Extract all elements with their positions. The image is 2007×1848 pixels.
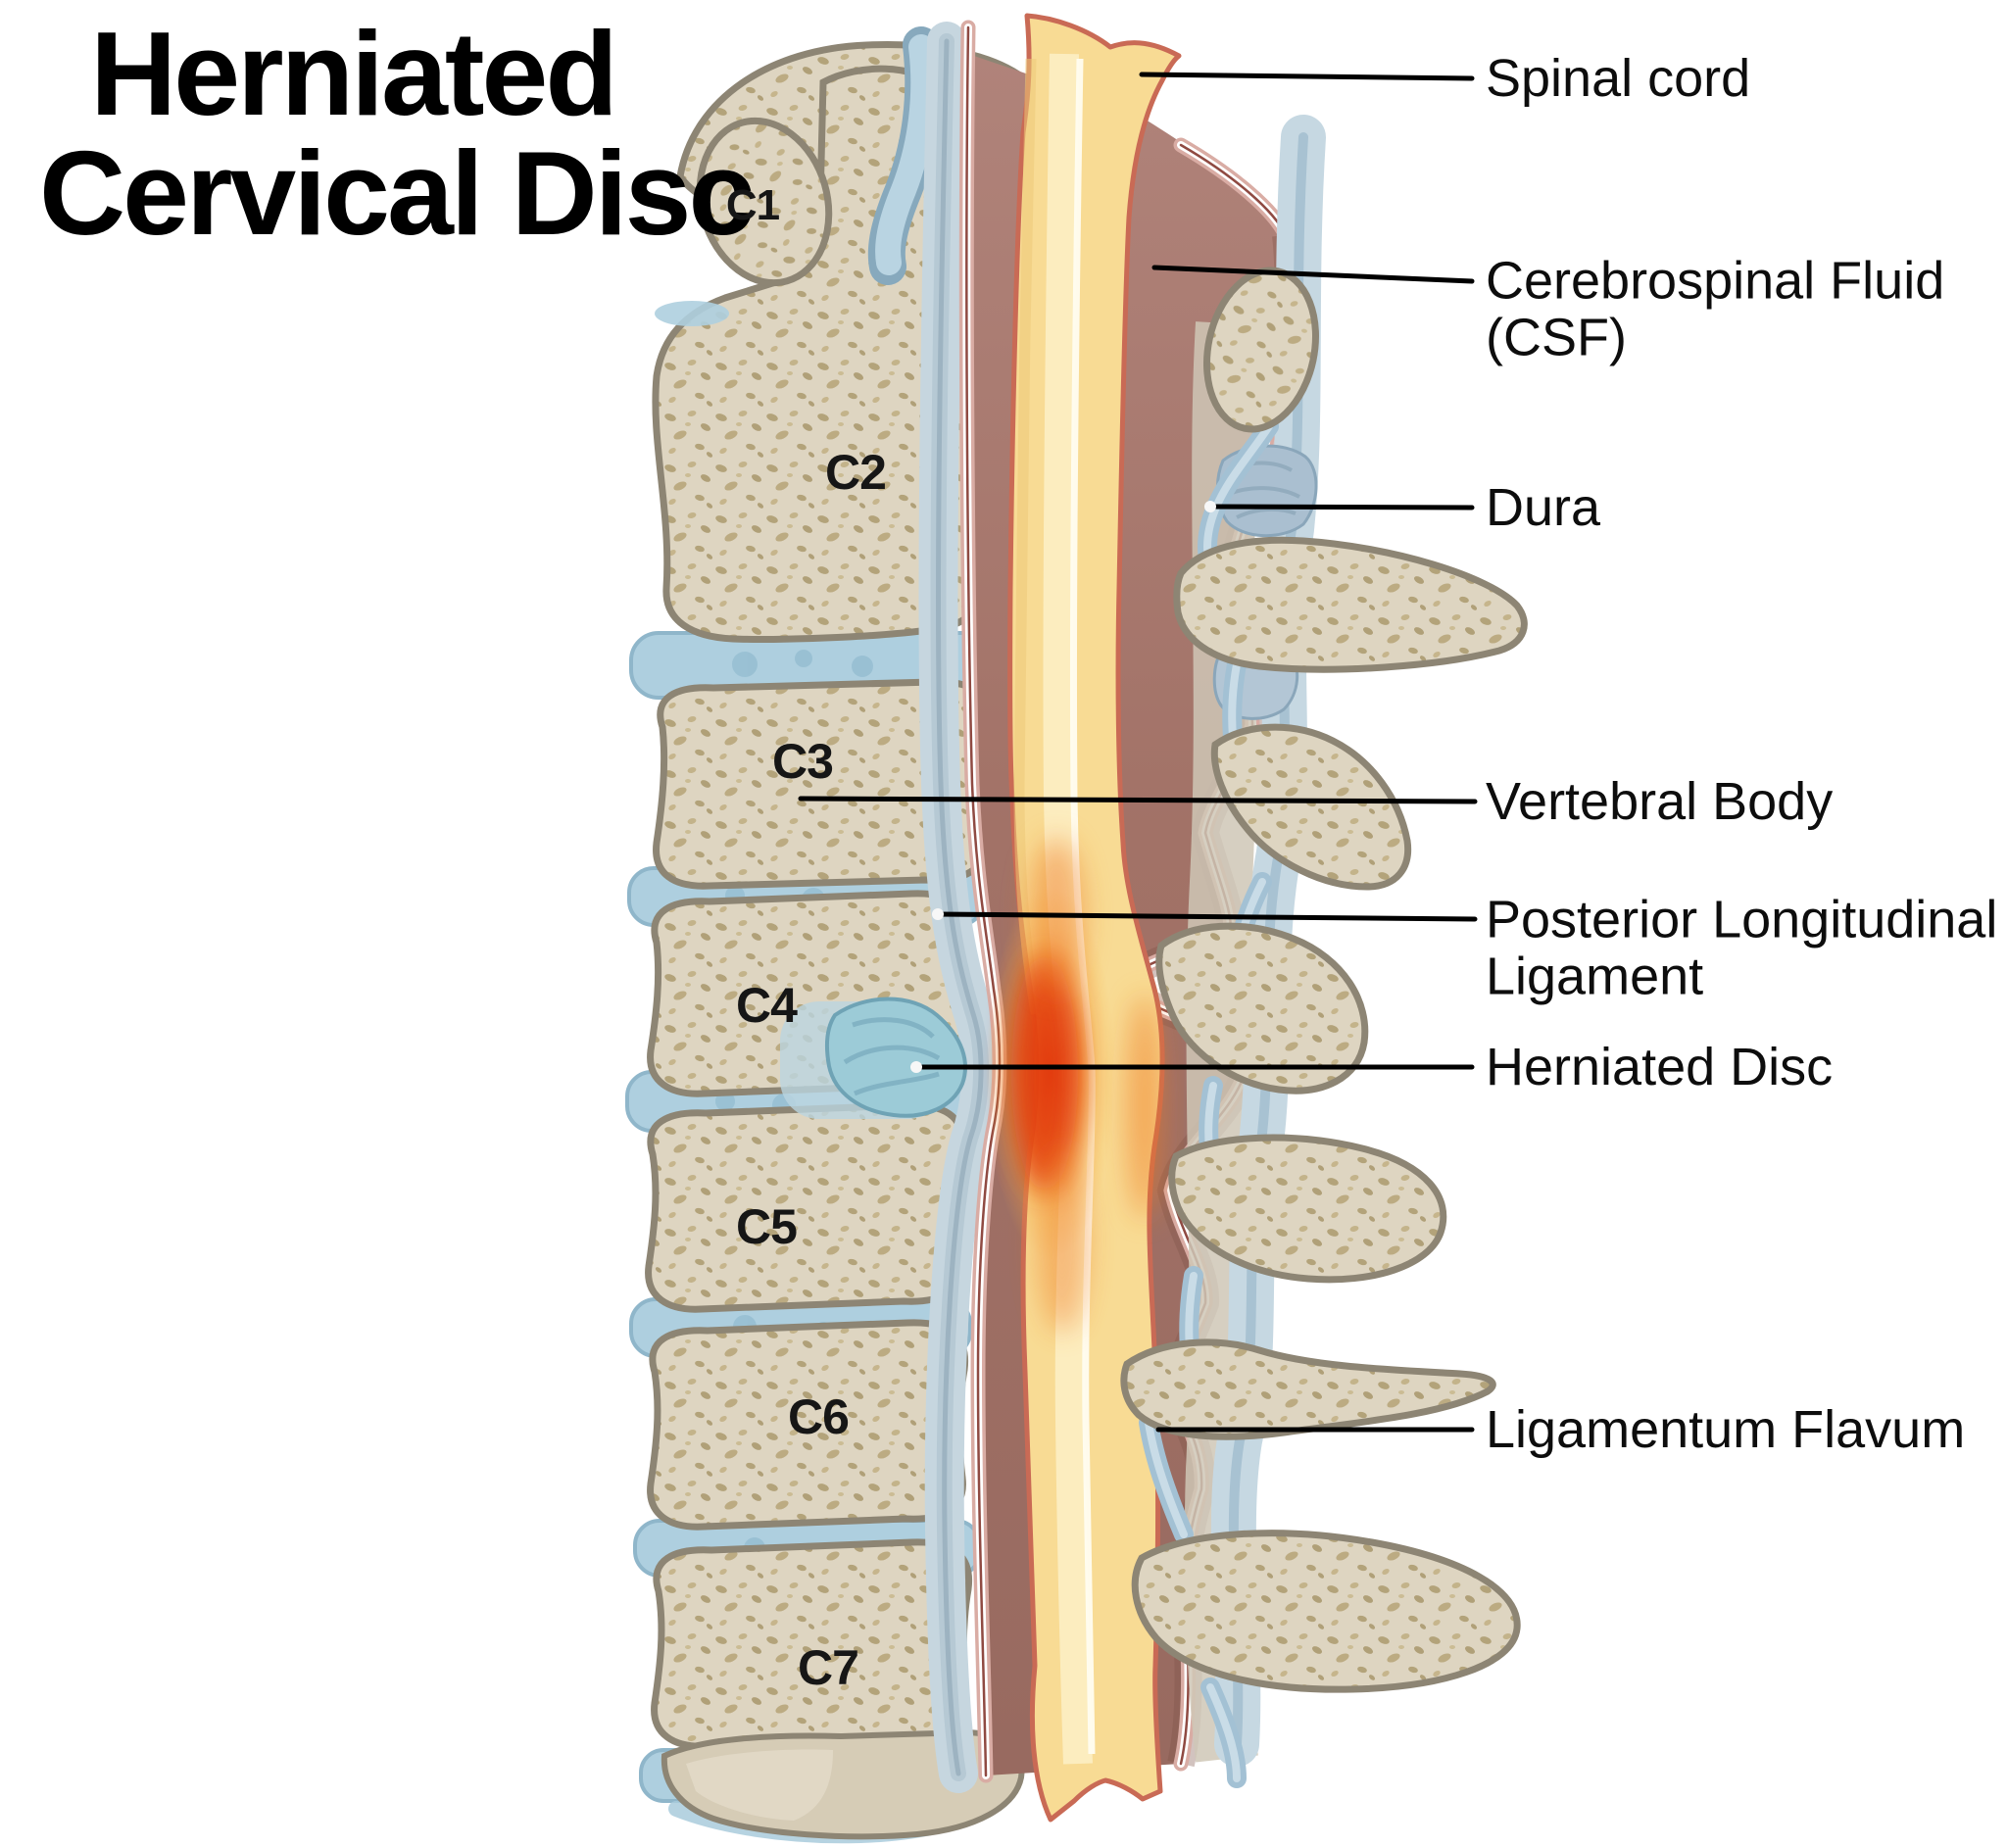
vertebral-canal-tube [867,26,943,285]
annotation-text: Spinal cord [1486,48,1751,108]
c6-spinous-process [1120,1338,1496,1440]
annotation-text: Vertebral Body [1486,771,1834,831]
herniated-disc-bulge [780,997,967,1119]
label-c4: C4 [736,978,798,1033]
annotation-vertebral-body: Vertebral Body [1486,773,1833,830]
annotation-text-line2: (CSF) [1486,309,1627,367]
leader-vertebral-body [798,796,1478,804]
label-c2: C2 [825,445,887,500]
label-c5: C5 [736,1199,798,1254]
c7-spinous-process [1131,1530,1521,1693]
annotation-text: Posterior Longitudinal [1486,890,1998,949]
posterior-bones [1120,267,1528,1693]
leader-lines [798,72,1478,1433]
annotation-herniated-disc: Herniated Disc [1486,1039,1833,1095]
leader-csf [1151,265,1475,284]
t1-bone-highlight [686,1749,833,1821]
title-line-2: Cervical Disc [39,126,755,260]
c2-spinous-process [1173,536,1528,673]
annotation-text: Herniated Disc [1486,1037,1834,1096]
annotation-dura: Dura [1486,479,1600,536]
c4-spinous-process [1155,922,1369,1094]
c3-spinous-process [1210,723,1412,891]
leader-line-dots [910,501,1216,1073]
label-c6: C6 [788,1389,850,1444]
label-c1: C1 [725,181,780,229]
cord-compression-glow [986,838,1162,1333]
leader-spinal-cord [1139,72,1475,81]
annotation-text: Ligamentum Flavum [1486,1399,1966,1459]
annotation-csf: Cerebrospinal Fluid (CSF) [1486,251,1945,367]
leader-dura [1207,504,1475,511]
title-line-1: Herniated [90,7,618,140]
leader-pll [935,911,1478,922]
vertebra-c1-anterior-arch [696,117,833,287]
annotation-pll: Posterior Longitudinal Ligament [1486,890,1998,1006]
label-c3: C3 [772,734,834,789]
annotation-text: Dura [1486,477,1601,537]
annotation-spinal-cord: Spinal cord [1486,50,1750,107]
c5-spinous-process [1168,1134,1447,1284]
diagram-title: Herniated Cervical Disc [39,7,755,260]
label-c7: C7 [798,1640,859,1695]
posterior-longitudinal-ligament [918,22,1002,1793]
posterior-column [1120,115,1528,1788]
annotation-text: Cerebrospinal Fluid [1486,251,1945,311]
c1-c2-joint-space [655,301,729,326]
annotation-ligamentum-flavum: Ligamentum Flavum [1486,1401,1965,1458]
annotation-text-line2: Ligament [1486,948,1704,1006]
vertebra-c5-body [645,1101,967,1313]
